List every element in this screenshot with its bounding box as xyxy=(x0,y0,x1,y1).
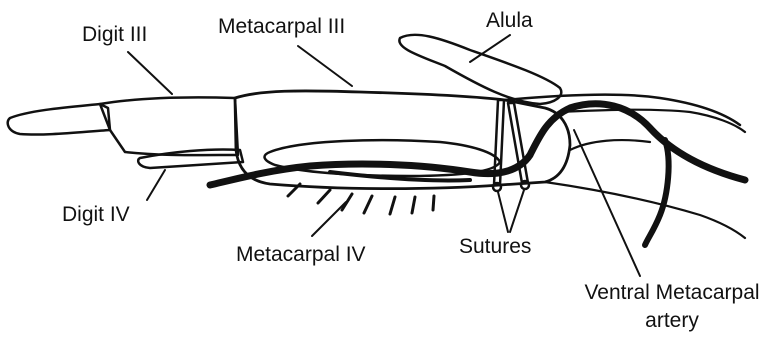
digit-iv-shape xyxy=(138,149,243,168)
label-digit-iv: Digit IV xyxy=(62,204,130,225)
leader-digit-iii xyxy=(128,52,172,94)
label-ventral-metacarpal: Ventral Metacarpal xyxy=(565,282,779,303)
digit-iii-shape xyxy=(8,104,110,135)
wrist-lower-line xyxy=(545,182,745,238)
label-artery: artery xyxy=(565,310,779,331)
leader-ventral-artery xyxy=(574,130,640,276)
leader-sutures-b xyxy=(510,190,524,232)
leader-metacarpal-iii xyxy=(298,46,352,86)
label-digit-iii: Digit III xyxy=(82,24,147,45)
artery-branch xyxy=(645,140,669,245)
label-alula: Alula xyxy=(486,10,533,31)
label-metacarpal-iii: Metacarpal III xyxy=(218,16,345,37)
digit-iii-phalanx-2 xyxy=(100,97,238,155)
leader-metacarpal-iv xyxy=(312,202,346,236)
leader-digit-iv xyxy=(147,170,165,200)
label-metacarpal-iv: Metacarpal IV xyxy=(236,244,366,265)
sutures-pins xyxy=(493,100,529,191)
label-sutures: Sutures xyxy=(459,236,531,257)
leader-sutures-a xyxy=(498,192,508,232)
